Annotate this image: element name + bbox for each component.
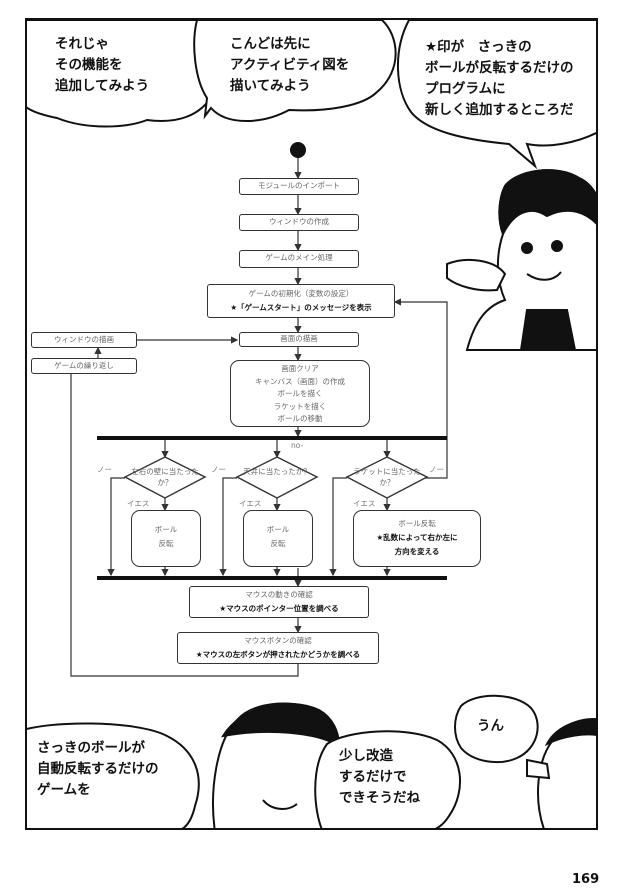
label-no-3: ノー [429,465,444,474]
node-ball-reverse-1: ボール反転 [131,510,201,567]
node-window-draw: ウィンドウの描画 [31,332,137,348]
comic-panel: それじゃ その機能を 追加してみよう こんどは先に アクティビティ図を 描いてみ… [25,18,598,830]
speech-balloon-6 [454,694,539,764]
node-mouse-button: マウスボタンの確認 ★マウスの左ボタンが押されたかどうかを調べる [177,632,379,664]
label-yes-2: イエス [239,499,262,508]
fork-bar [97,436,447,440]
node-ball-reverse-random: ボール反転 ★乱数によって右か左に 方向を変える [353,510,481,567]
node-screen-draw: 画面の描画 [239,332,359,347]
speech-text-2: こんどは先に アクティビティ図を 描いてみよう [230,36,350,94]
speech-balloon-3 [396,20,596,170]
node-main-process: ゲームのメイン処理 [239,250,359,268]
character-boy-illustration [446,169,596,351]
decision-racket [345,456,429,499]
node-mouse-move: マウスの動きの確認 ★マウスのポインター位置を調べる [189,586,369,618]
decision-racket-label: ラケットに当たったか？ [353,467,421,487]
character-small-illustration [526,718,596,828]
speech-balloon-5 [314,730,462,828]
start-node [290,142,306,158]
speech-text-5: 少し改造 するだけで できそうだね [339,748,420,806]
node-game-repeat: ゲームの繰り返し [31,358,137,374]
node-game-init: ゲームの初期化（変数の設定） ★「ゲームスタート」のメッセージを表示 [207,284,395,318]
page-number: 169 [572,872,600,887]
node-import: モジュールのインポート [239,178,359,195]
speech-balloon-4 [27,722,200,828]
speech-text-3: ★印が さっきの ボールが反転するだけの プログラムに 新しく追加するところだ [425,39,574,118]
join-bar [97,576,447,580]
decision-wall-label: 左右の壁に当たったか？ [131,467,199,487]
label-yes-3: イエス [353,499,376,508]
decision-ceiling [235,456,319,499]
speech-balloon-2 [193,20,397,122]
label-yes-1: イエス [127,499,150,508]
speech-text-4: さっきのボールが 自動反転するだけの ゲームを [37,740,159,798]
panel-artwork [27,20,596,828]
node-window-create: ウィンドウの作成 [239,214,359,231]
label-no-2: ノー [211,465,226,474]
label-no-1: ノー [97,465,112,474]
decision-wall [123,456,207,499]
node-screen-steps: 画面クリア キャンバス（画面）の作成 ボールを描く ラケットを描く ボールの移動 [230,360,370,427]
character-cap-illustration [212,702,341,828]
speech-text-6: うん [477,718,504,734]
node-ball-reverse-2: ボール反転 [243,510,313,567]
speech-text-1: それじゃ その機能を 追加してみよう [55,36,150,94]
label-no-main: no- [291,441,304,450]
decision-ceiling-label: 天井に当たったか？ [243,467,311,476]
